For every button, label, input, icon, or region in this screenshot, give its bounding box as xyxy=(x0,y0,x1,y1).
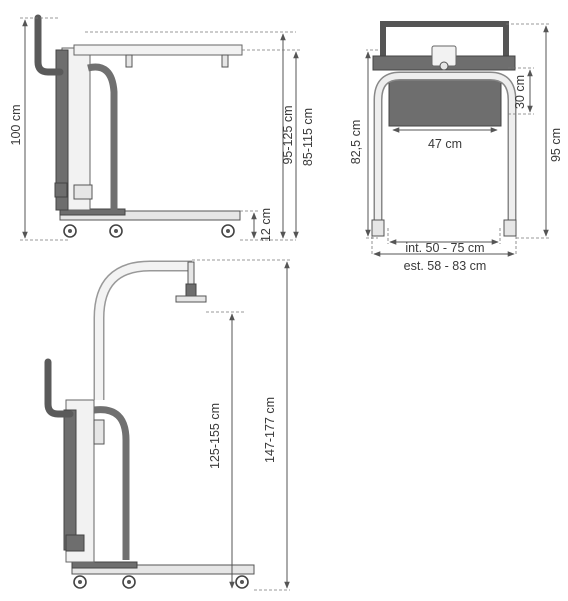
emergency-button-icon xyxy=(439,61,449,71)
base-block xyxy=(59,208,126,216)
dim-inner-width: int. 50 - 75 cm xyxy=(405,241,484,255)
hook xyxy=(125,54,133,68)
dim-arm-range-a: 95-125 cm xyxy=(281,105,295,164)
actuator xyxy=(63,409,77,551)
wheel-icon xyxy=(503,219,517,237)
push-handle xyxy=(34,14,64,76)
side-view-raised: 147-177 cm 125-155 cm xyxy=(44,259,290,591)
wheel-icon xyxy=(221,224,235,238)
raised-boom xyxy=(93,260,192,400)
spreader-bar xyxy=(175,295,207,303)
battery xyxy=(65,534,85,552)
wheel-icon xyxy=(109,224,123,238)
dim-console-height: 30 cm xyxy=(513,75,527,109)
hook xyxy=(221,54,229,68)
wheel-icon xyxy=(122,575,136,589)
dim-max-height: 147-177 cm xyxy=(263,397,277,463)
wheel-icon xyxy=(371,219,385,237)
wheel-icon xyxy=(235,575,249,589)
dim-arm-range-b: 85-115 cm xyxy=(301,108,315,166)
actuator xyxy=(55,49,69,211)
dim-total-height: 95 cm xyxy=(549,128,563,162)
dim-outer-width: est. 58 - 83 cm xyxy=(404,259,487,273)
boom-hanger xyxy=(187,261,195,285)
boom xyxy=(73,44,243,56)
control-box xyxy=(73,184,93,200)
wheel-icon xyxy=(63,224,77,238)
side-view-folded: 100 cm 95-125 cm 85-115 cm 12 cm xyxy=(9,14,315,242)
dim-base-height: 12 cm xyxy=(259,208,273,242)
lift-arm xyxy=(87,63,118,210)
front-view: 82,5 cm 30 cm 95 cm 47 cm int. 50 - 75 c… xyxy=(349,21,563,273)
push-handle xyxy=(44,358,74,418)
base-leg xyxy=(71,564,255,575)
mast-panel xyxy=(388,77,502,127)
lift-arm xyxy=(93,406,130,560)
base-block xyxy=(71,561,138,569)
dim-mast-width: 47 cm xyxy=(428,137,462,151)
dim-height-total: 100 cm xyxy=(9,105,23,146)
control-box xyxy=(93,419,105,445)
push-handle xyxy=(380,21,509,58)
dim-frame-height: 82,5 cm xyxy=(349,120,363,164)
dim-lift-range: 125-155 cm xyxy=(208,403,222,469)
battery xyxy=(54,182,68,198)
wheel-icon xyxy=(73,575,87,589)
